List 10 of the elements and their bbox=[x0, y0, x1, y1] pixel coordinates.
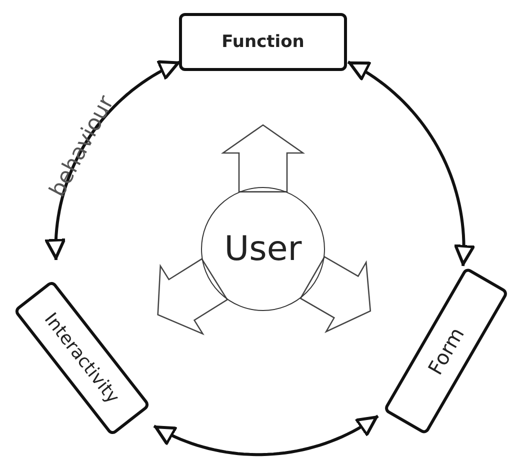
block-arrow bbox=[220, 124, 306, 192]
arrow bbox=[153, 414, 379, 456]
rounded-box bbox=[179, 13, 347, 71]
arrow bbox=[44, 60, 181, 260]
user-circle bbox=[201, 187, 325, 311]
arrow bbox=[347, 60, 475, 266]
block-arrow bbox=[157, 258, 228, 336]
node-label: User bbox=[224, 229, 302, 269]
block-arrow bbox=[300, 256, 372, 334]
node-label: Function bbox=[222, 32, 304, 52]
